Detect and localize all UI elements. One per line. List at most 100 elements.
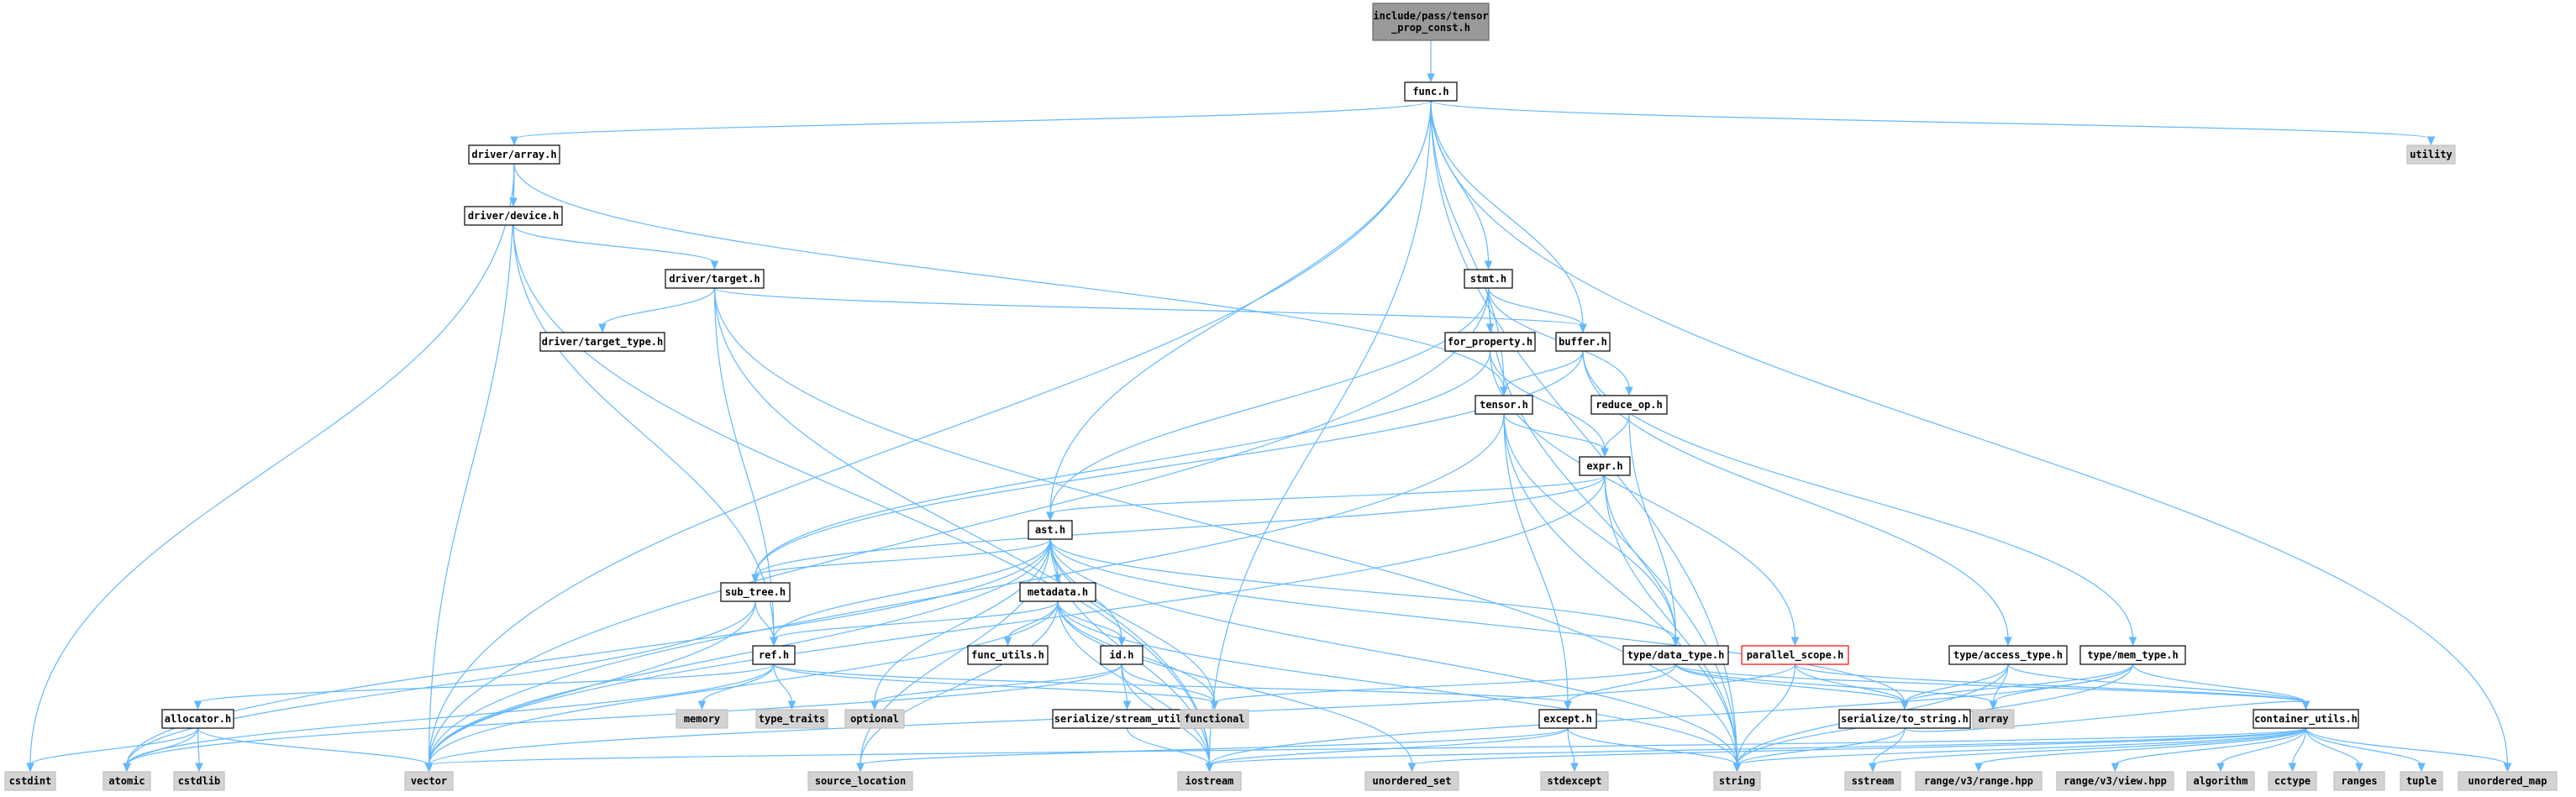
- node-ref[interactable]: ref.h: [752, 645, 796, 665]
- node-label: stmt.h: [1470, 273, 1506, 285]
- node-type-mem-type[interactable]: type/mem_type.h: [2079, 645, 2186, 665]
- node-type-traits: type_traits: [755, 709, 828, 729]
- node-cctype: cctype: [2268, 771, 2317, 791]
- node-atomic: atomic: [103, 771, 151, 791]
- edge-container_utils-to-vector: [424, 727, 2307, 773]
- node-label: cctype: [2274, 775, 2311, 787]
- edge-container_utils-to-ranges: [2305, 727, 2363, 773]
- edge-allocator-to-cstdint: [26, 727, 199, 773]
- node-label: metadata.h: [1028, 586, 1088, 598]
- edge-stmt-to-ast: [1046, 287, 1490, 522]
- node-type-access-type[interactable]: type/access_type.h: [1948, 645, 2068, 665]
- node-tensor[interactable]: tensor.h: [1475, 395, 1533, 415]
- node-reduce-op[interactable]: reduce_op.h: [1590, 395, 1668, 415]
- edge-driver_device-to-driver_target: [513, 224, 719, 270]
- node-id[interactable]: id.h: [1100, 645, 1143, 665]
- node-label: sstream: [1852, 775, 1895, 787]
- node-func-utils[interactable]: func_utils.h: [967, 645, 1049, 665]
- edge-container_utils-to-range_v3_range: [1974, 727, 2307, 773]
- node-label: driver/target.h: [669, 273, 760, 285]
- node-buffer[interactable]: buffer.h: [1555, 332, 1611, 352]
- node-label: type_traits: [759, 713, 825, 726]
- edge-container_utils-to-algorithm: [2216, 727, 2307, 773]
- edge-stmt-to-vector: [424, 287, 1490, 773]
- edge-ast-to-ref: [770, 538, 1051, 647]
- node-root[interactable]: include/pass/tensor_prop_const.h: [1372, 3, 1490, 41]
- edge-container_utils-to-cctype: [2288, 727, 2307, 773]
- edge-except-to-source_location: [856, 727, 1569, 773]
- edge-ast-to-vector: [424, 538, 1051, 773]
- node-label: range/v3/range.hpp: [1924, 775, 2033, 787]
- node-label: cstdlib: [178, 775, 221, 787]
- edge-container_utils-to-unordered_set: [1407, 727, 2307, 773]
- node-label: unordered_set: [1373, 775, 1452, 788]
- node-label: container_utils.h: [2254, 713, 2358, 726]
- edge-expr-to-string: [1604, 475, 1742, 773]
- node-label: atomic: [108, 775, 145, 787]
- edge-stmt-to-buffer: [1487, 287, 1587, 333]
- node-label: ref.h: [759, 649, 789, 661]
- edge-func-to-utility: [1430, 100, 2436, 146]
- edge-container_utils-to-iostream: [1205, 727, 2307, 773]
- edge-driver_target-to-driver_target_type: [598, 287, 716, 333]
- node-tuple: tuple: [2400, 771, 2443, 791]
- edge-ref-to-memory: [697, 663, 775, 710]
- node-label: buffer.h: [1559, 336, 1607, 348]
- node-utility: utility: [2406, 144, 2456, 165]
- node-ast[interactable]: ast.h: [1028, 520, 1073, 540]
- edge-driver_target-to-string: [713, 287, 1742, 773]
- node-type-data-type[interactable]: type/data_type.h: [1622, 645, 1729, 665]
- edge-metadata-to-ref: [770, 600, 1059, 647]
- edge-buffer-to-tensor: [1500, 350, 1584, 396]
- edge-tensor-to-expr: [1503, 413, 1609, 458]
- node-string: string: [1713, 771, 1761, 791]
- node-label: driver/target_type.h: [542, 336, 664, 349]
- node-metadata[interactable]: metadata.h: [1019, 582, 1096, 602]
- node-unordered-map: unordered_map: [2458, 771, 2558, 791]
- node-label: id.h: [1110, 649, 1134, 661]
- node-label: driver/array.h: [471, 149, 556, 160]
- edge-sub_tree-to-atomic: [123, 600, 756, 773]
- node-sub-tree[interactable]: sub_tree.h: [720, 582, 791, 602]
- node-container-utils[interactable]: container_utils.h: [2253, 709, 2359, 729]
- node-label: array: [1978, 713, 2008, 725]
- node-allocator[interactable]: allocator.h: [161, 709, 234, 729]
- edge-expr-to-sub_tree: [751, 475, 1606, 584]
- edge-func-to-unordered_map: [1430, 100, 2512, 773]
- node-label: type/mem_type.h: [2087, 649, 2178, 662]
- node-vector: vector: [404, 771, 454, 791]
- node-label: reduce_op.h: [1596, 399, 1662, 412]
- node-label: algorithm: [2193, 775, 2247, 787]
- edge-driver_array-to-cstdint: [26, 163, 515, 773]
- node-label: optional: [850, 713, 899, 725]
- node-stmt[interactable]: stmt.h: [1464, 269, 1513, 289]
- node-driver-device[interactable]: driver/device.h: [464, 206, 563, 226]
- edge-ast-to-serialize_to_string: [1049, 538, 1909, 710]
- node-label: utility: [2410, 149, 2452, 160]
- node-expr[interactable]: expr.h: [1579, 456, 1631, 476]
- edge-expr-to-vector: [424, 475, 1606, 773]
- node-memory: memory: [676, 709, 728, 729]
- node-serialize-to-string[interactable]: serialize/to_string.h: [1838, 709, 1971, 729]
- node-driver-array[interactable]: driver/array.h: [468, 144, 560, 165]
- node-parallel-scope[interactable]: parallel_scope.h: [1741, 645, 1849, 665]
- node-cstdlib: cstdlib: [173, 771, 225, 791]
- node-except[interactable]: except.h: [1538, 709, 1597, 729]
- edge-container_utils-to-unordered_map: [2305, 727, 2512, 773]
- edge-container_utils-to-string: [1732, 727, 2307, 773]
- node-serialize-stream-utils[interactable]: serialize/stream_utils.h: [1052, 709, 1202, 729]
- node-driver-target[interactable]: driver/target.h: [665, 269, 765, 289]
- edge-tensor-to-except: [1503, 413, 1572, 710]
- node-label: serialize/stream_utils.h: [1054, 713, 1200, 726]
- node-for-property[interactable]: for_property.h: [1444, 332, 1536, 352]
- node-sstream: sstream: [1844, 771, 1901, 791]
- edge-type_data_type-to-serialize_to_string: [1674, 663, 1909, 710]
- node-label: allocator.h: [165, 713, 231, 725]
- node-driver-target-type[interactable]: driver/target_type.h: [539, 332, 665, 352]
- edge-ast-to-atomic: [123, 538, 1051, 773]
- edge-container_utils-to-range_v3_view: [2111, 727, 2307, 773]
- node-func[interactable]: func.h: [1404, 81, 1458, 102]
- edge-reduce_op-to-expr: [1601, 413, 1630, 458]
- node-label: driver/device.h: [468, 210, 559, 222]
- edge-driver_array-to-tensor: [513, 163, 1508, 396]
